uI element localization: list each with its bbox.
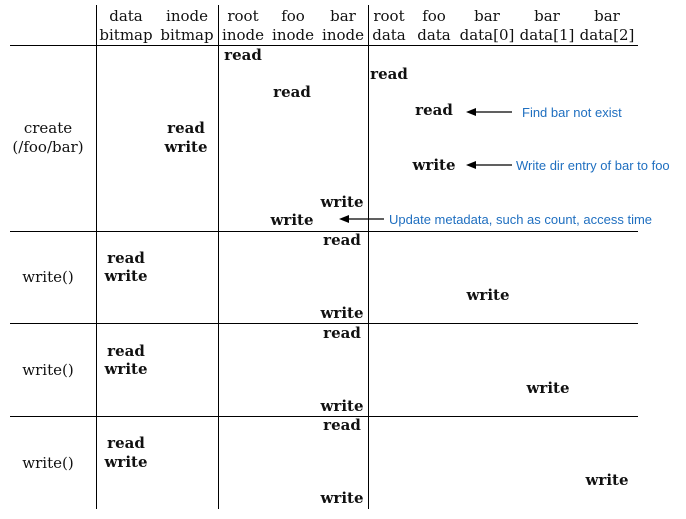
op-inode-bitmap-read: read: [167, 119, 205, 137]
op-inode-bitmap-write: write: [164, 138, 208, 156]
op-w1-bar-inode-write: write: [320, 304, 364, 322]
op-w2-bar-data1-write: write: [526, 379, 570, 397]
row-divider-1: [10, 231, 638, 232]
row-label-create: create (/foo/bar): [12, 119, 84, 156]
column-divider-bitmaps: [218, 5, 219, 509]
op-root-data-read: read: [370, 65, 408, 83]
op-w1-data-bitmap-read: read: [107, 249, 145, 267]
op-w3-data-bitmap-read: read: [107, 434, 145, 452]
header-bar-data-0: bar data[0]: [459, 7, 515, 44]
row-divider-2: [10, 323, 638, 324]
op-w2-bar-inode-write: write: [320, 397, 364, 415]
row-label-write-1: write(): [22, 268, 74, 286]
row-label-write-3: write(): [22, 454, 74, 472]
header-data-bitmap: data bitmap: [99, 7, 153, 44]
header-bar-data-2: bar data[2]: [579, 7, 635, 44]
column-divider-operations: [96, 5, 97, 509]
header-root-data: root data: [372, 7, 406, 44]
op-w2-bar-inode-read: read: [323, 324, 361, 342]
op-w2-data-bitmap-read: read: [107, 342, 145, 360]
op-foo-data-read: read: [415, 101, 453, 119]
op-foo-data-write: write: [412, 156, 456, 174]
op-w3-data-bitmap-write: write: [104, 453, 148, 471]
row-divider-3: [10, 416, 638, 417]
header-bar-inode: bar inode: [322, 7, 364, 44]
op-foo-inode-read: read: [273, 83, 311, 101]
op-bar-inode-write: write: [320, 193, 364, 211]
header-inode-bitmap: inode bitmap: [160, 7, 214, 44]
arrow-find-bar-head: [466, 108, 476, 116]
header-bar-data-1: bar data[1]: [519, 7, 575, 44]
note-find-bar-not-exist: Find bar not exist: [522, 105, 622, 120]
op-w1-data-bitmap-write: write: [104, 267, 148, 285]
note-write-dir-entry: Write dir entry of bar to foo: [516, 158, 670, 173]
row-label-write-2: write(): [22, 361, 74, 379]
op-w1-bar-inode-read: read: [323, 231, 361, 249]
op-w3-bar-inode-read: read: [323, 416, 361, 434]
op-w2-data-bitmap-write: write: [104, 360, 148, 378]
header-root-inode: root inode: [222, 7, 264, 44]
note-update-metadata: Update metadata, such as count, access t…: [389, 212, 653, 227]
header-foo-inode: foo inode: [272, 7, 314, 44]
header-divider: [10, 45, 638, 46]
column-divider-inodes: [368, 5, 369, 509]
op-w3-bar-inode-write: write: [320, 489, 364, 507]
arrow-write-dir-head: [466, 161, 476, 169]
header-foo-data: foo data: [417, 7, 451, 44]
arrow-update-metadata-head: [339, 215, 349, 223]
op-foo-inode-write: write: [270, 211, 314, 229]
op-w3-bar-data2-write: write: [585, 471, 629, 489]
op-w1-bar-data0-write: write: [466, 286, 510, 304]
op-root-inode-read: read: [224, 46, 262, 64]
